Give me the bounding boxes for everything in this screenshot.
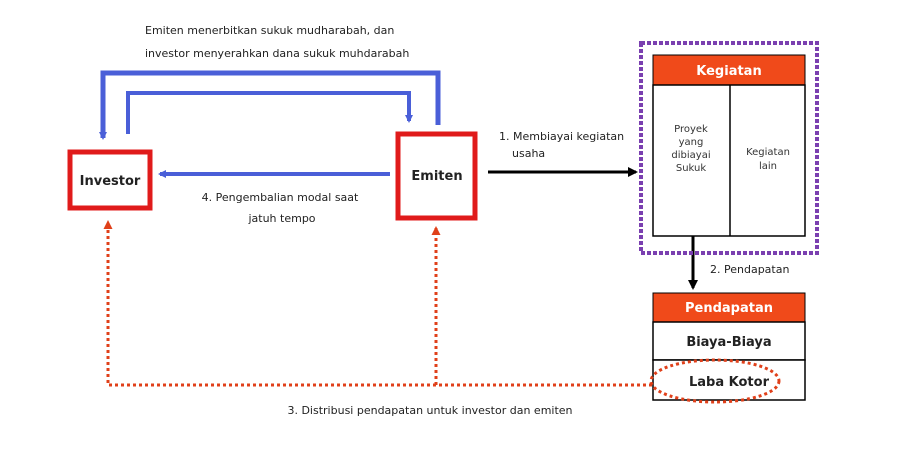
step4-label-line2: jatuh tempo bbox=[247, 212, 315, 225]
biaya-row bbox=[652, 321, 806, 361]
investor-box bbox=[67, 149, 153, 211]
kegiatan-dotted-frame bbox=[639, 41, 819, 255]
laba-highlight-ellipse bbox=[649, 358, 781, 404]
kegiatan-left-line: yang bbox=[679, 137, 704, 148]
distribution-arrow-investor bbox=[103, 220, 652, 387]
step4-label-line1: 4. Pengembalian modal saat bbox=[202, 191, 359, 204]
laba-label: Laba Kotor bbox=[689, 375, 770, 390]
biaya-label: Biaya-Biaya bbox=[686, 335, 771, 350]
issuance-label-line2: investor menyerahkan dana sukuk muhdarab… bbox=[145, 47, 409, 60]
kegiatan-left-line: Proyek bbox=[674, 124, 708, 135]
investor-label: Investor bbox=[80, 174, 141, 189]
issuance-label-line1: Emiten menerbitkan sukuk mudharabah, dan bbox=[145, 24, 394, 37]
step1-label-line1: 1. Membiayai kegiatan bbox=[499, 130, 624, 143]
kegiatan-right-line: Kegiatan bbox=[746, 147, 790, 158]
kegiatan-left-line: Sukuk bbox=[676, 163, 707, 174]
kegiatan-left-line: dibiayai bbox=[671, 150, 710, 161]
issuance-outer-arrow bbox=[99, 70, 441, 140]
step2-label: 2. Pendapatan bbox=[710, 263, 789, 276]
kegiatan-right-line: lain bbox=[759, 161, 777, 172]
kegiatan-header-label: Kegiatan bbox=[696, 64, 761, 79]
pendapatan-header bbox=[652, 292, 806, 323]
emiten-label: Emiten bbox=[411, 169, 462, 184]
kegiatan-body bbox=[652, 84, 806, 237]
step1-label-line2: usaha bbox=[512, 147, 545, 160]
issuance-inner-arrow bbox=[126, 91, 413, 134]
emiten-box bbox=[395, 131, 478, 221]
pendapatan-header-label: Pendapatan bbox=[685, 301, 773, 316]
step3-label: 3. Distribusi pendapatan untuk investor … bbox=[287, 404, 572, 417]
laba-row bbox=[652, 359, 806, 401]
